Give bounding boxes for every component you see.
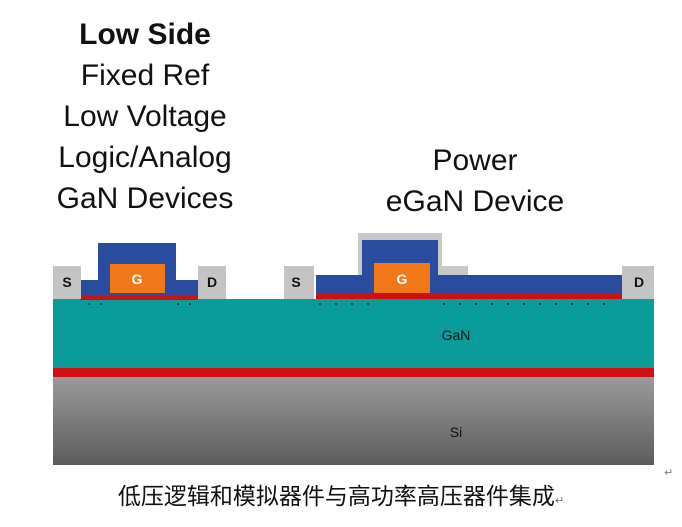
paragraph-mark-caption: ↵ <box>554 494 565 507</box>
power-device: S G D <box>284 233 654 305</box>
low-side-gate-label: G <box>132 271 143 287</box>
gan-layer <box>53 299 654 368</box>
low-side-gate <box>110 264 165 293</box>
low-side-title-line-1: Low Side <box>79 18 211 51</box>
caption-text: 低压逻辑和模拟器件与高功率高压器件集成 <box>117 484 555 510</box>
si-layer-label: Si <box>450 424 462 440</box>
low-side-drain-contact <box>198 266 226 299</box>
power-drain-contact <box>622 266 654 299</box>
power-drain-label: D <box>634 274 644 290</box>
power-gate <box>374 263 430 293</box>
low-side-title-line-5: GaN Devices <box>56 182 234 215</box>
low-side-title: Low Side Fixed Ref Low Voltage Logic/Ana… <box>30 14 260 219</box>
low-side-electron-dots <box>88 303 191 305</box>
power-title-line-1: Power <box>432 144 518 177</box>
power-gate-label: G <box>397 271 408 287</box>
low-side-title-line-3: Low Voltage <box>63 100 227 133</box>
low-side-drain-label: D <box>207 274 217 290</box>
power-device-title: Power eGaN Device <box>350 140 600 222</box>
red-buffer-layer <box>53 368 654 377</box>
low-side-device: S G D <box>53 243 226 305</box>
power-title-line-2: eGaN Device <box>385 185 565 218</box>
power-2deg-red <box>316 294 622 299</box>
gan-layer-label: GaN <box>442 327 471 343</box>
low-side-source-label: S <box>62 274 71 290</box>
low-side-2deg-red <box>80 296 198 300</box>
low-side-title-line-4: Logic/Analog <box>58 141 232 174</box>
si-substrate <box>53 377 654 465</box>
power-blue-base <box>316 275 622 294</box>
power-source-label: S <box>291 274 300 290</box>
figure-caption: 低压逻辑和模拟器件与高功率高压器件集成↵ <box>0 477 682 511</box>
low-side-title-line-2: Fixed Ref <box>80 59 210 92</box>
paragraph-mark-right: ↵ <box>664 466 674 479</box>
power-electron-dots <box>319 303 605 305</box>
power-source-contact <box>284 266 314 299</box>
low-side-source-contact <box>53 266 81 299</box>
